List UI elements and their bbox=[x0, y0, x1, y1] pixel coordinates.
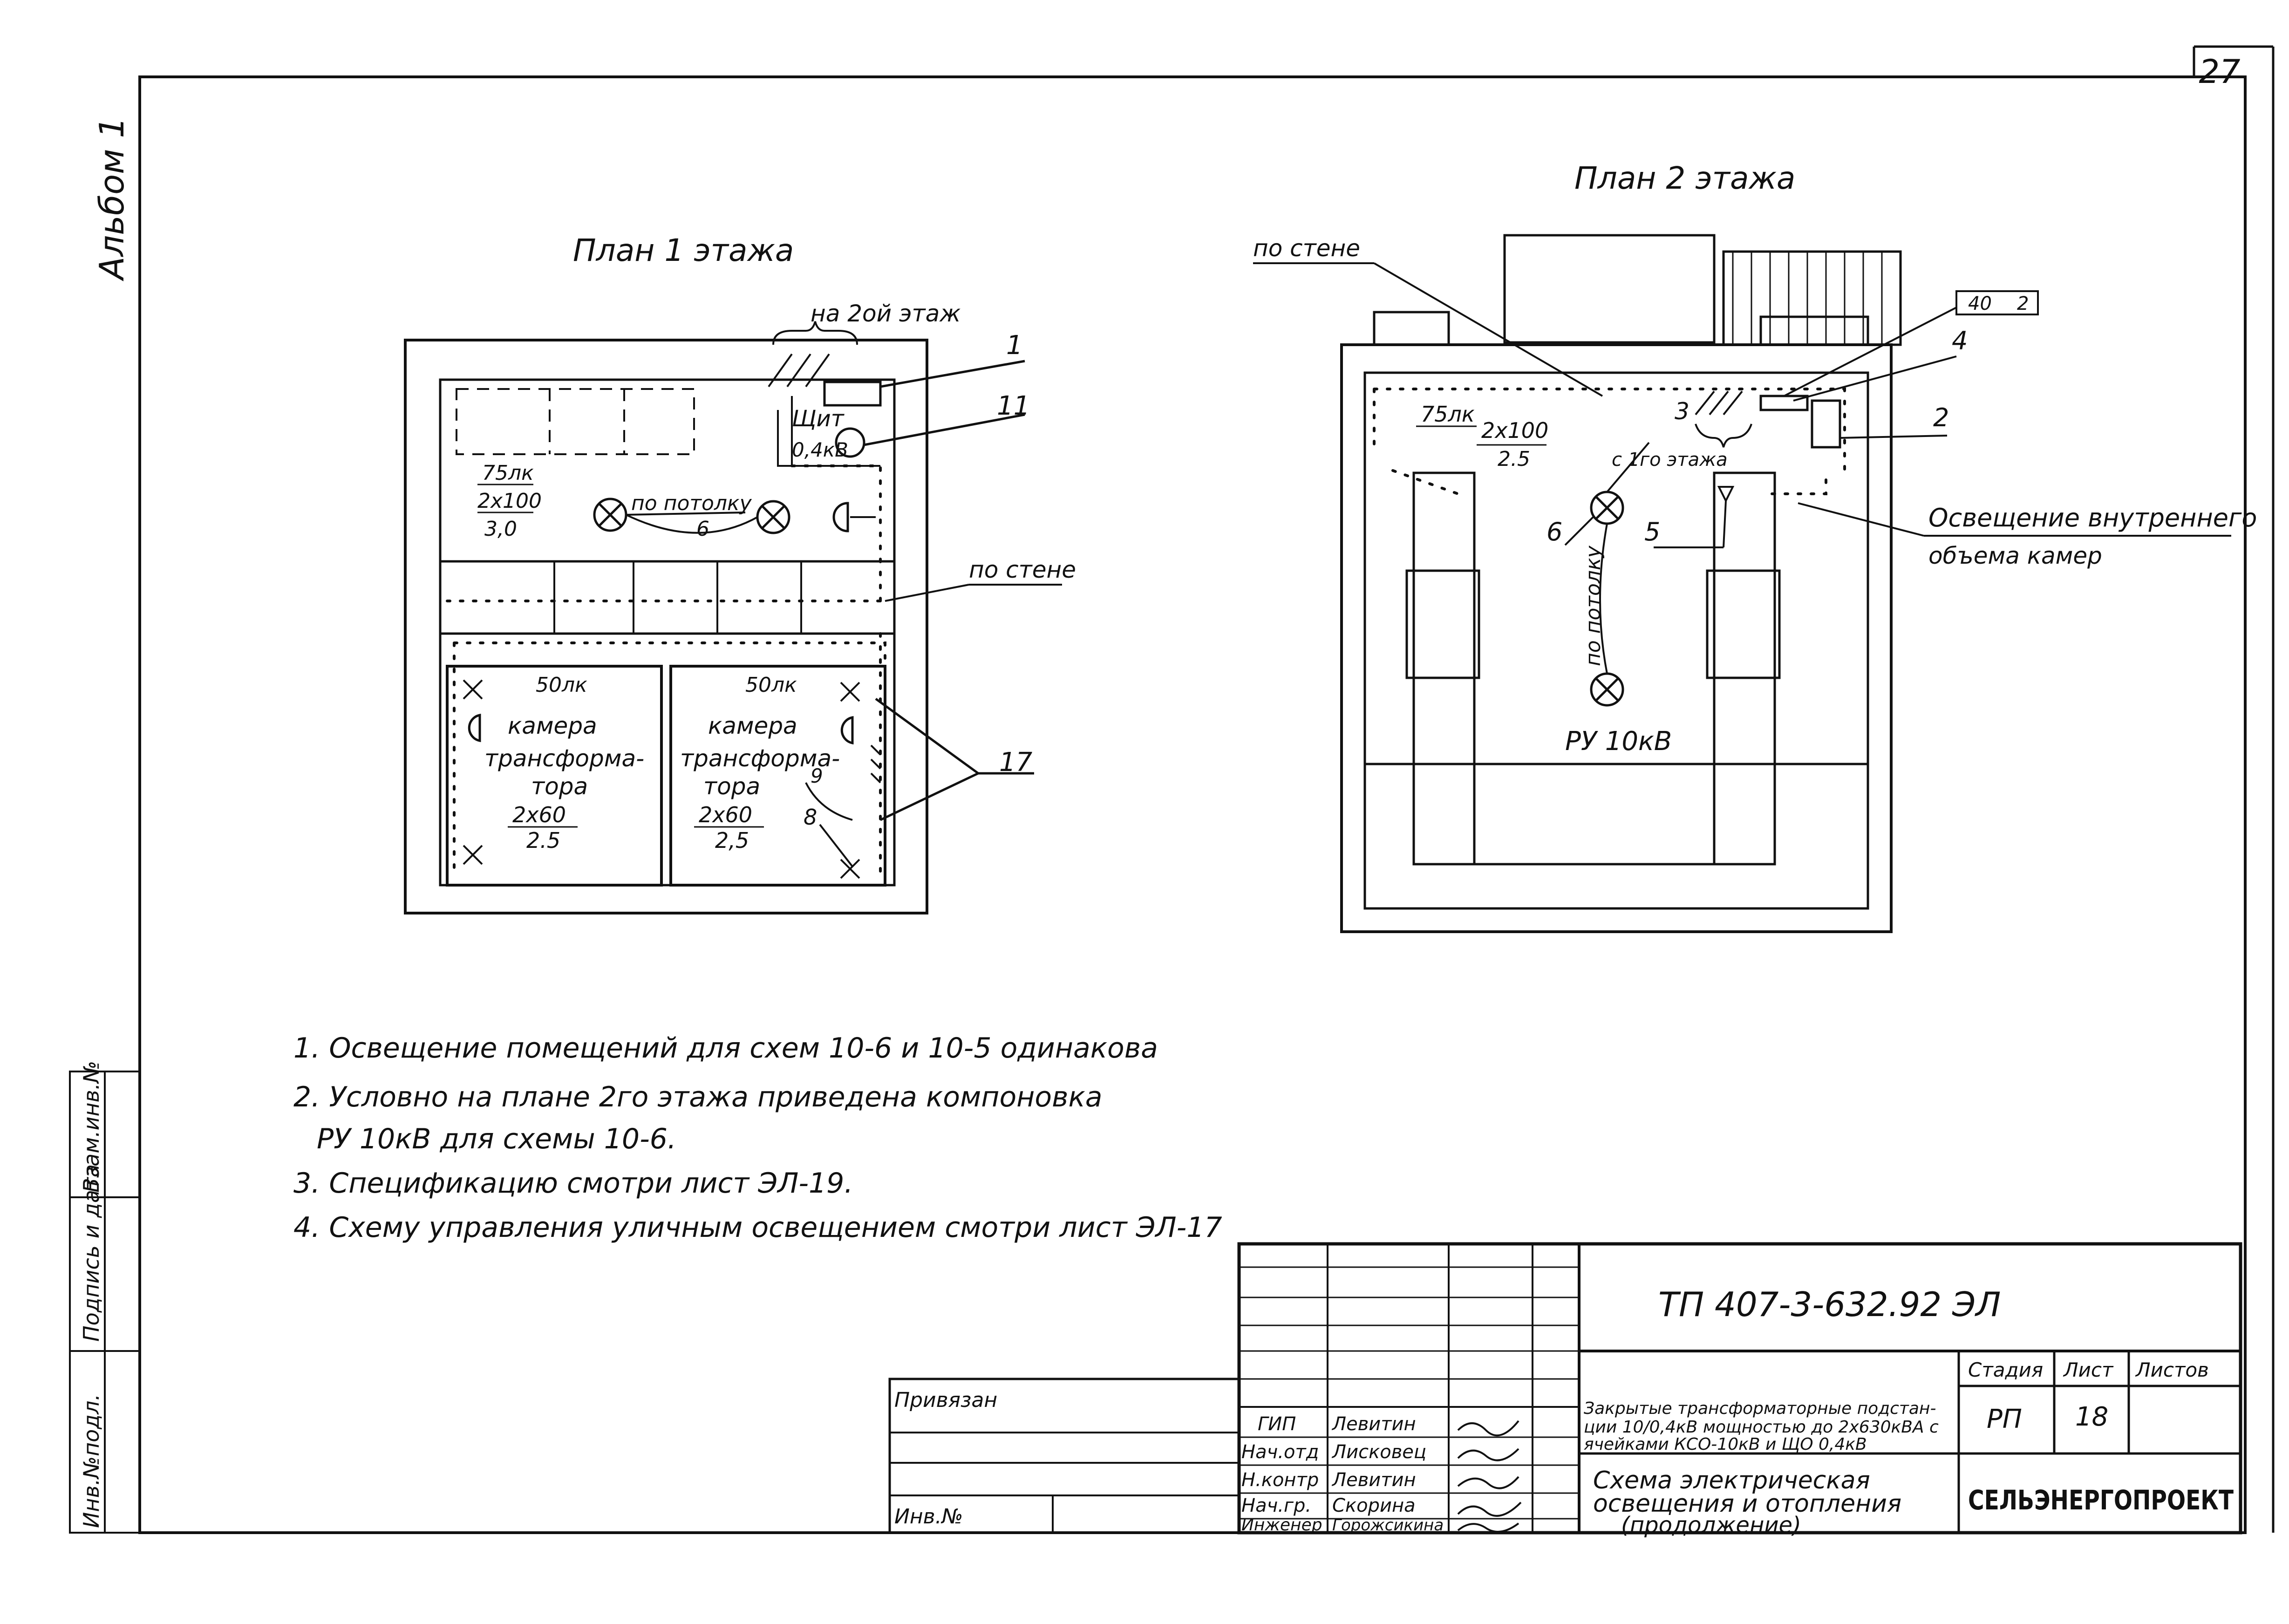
title-stage-header: Стадия bbox=[1968, 1358, 2043, 1381]
plan1-cam-right-line3: тора bbox=[703, 773, 760, 800]
title-name-nach-gr: Скорина bbox=[1332, 1495, 1416, 1516]
side-stamp-inv-orig: Инв.№подл. bbox=[79, 1394, 104, 1528]
plan1-mark-8: 8 bbox=[804, 805, 817, 830]
plan1-lux-top: 75лк bbox=[482, 461, 534, 485]
plan1-cam-right-height: 2,5 bbox=[715, 828, 749, 853]
title-project-line2: ции 10/0,4кВ мощностью до 2х630кВА с bbox=[1584, 1418, 1939, 1437]
plan2-mark-4: 4 bbox=[1952, 326, 1968, 355]
title-role-gip: ГИП bbox=[1258, 1413, 1296, 1435]
wall-lamp-icon bbox=[463, 679, 860, 879]
plan1-to-second-floor: на 2ой этаж bbox=[811, 300, 961, 327]
plan-2: План 2 этажа bbox=[1253, 160, 2257, 933]
plan1-ceiling-num: 6 bbox=[696, 517, 709, 541]
plan2-callout-line1: Освещение внутреннего bbox=[1928, 503, 2257, 532]
page-number: 27 bbox=[2199, 53, 2240, 91]
plan1-height-top: 3,0 bbox=[484, 517, 517, 541]
note-2: 2. Условно на плане 2го этажа приведена … bbox=[293, 1081, 1102, 1113]
plan1-cam-right-lamp: 2х60 bbox=[699, 802, 752, 827]
plan1-mark-9: 9 bbox=[811, 764, 823, 787]
lamp-icon bbox=[593, 498, 627, 532]
lamp-icon bbox=[756, 500, 790, 534]
plan2-wall-label: по стене bbox=[1253, 235, 1360, 262]
plan1-lamp-top: 2х100 bbox=[477, 489, 542, 513]
title-project-line1: Закрытые трансформаторные подстан- bbox=[1584, 1399, 1936, 1418]
title-role-nach-gr: Нач.гр. bbox=[1241, 1495, 1311, 1516]
plan-1: План 1 этажа на 2ой этаж Щит 0,4кВ bbox=[404, 232, 1076, 914]
plan2-mark-40: 40 bbox=[1968, 293, 1992, 314]
plan1-title: План 1 этажа bbox=[573, 232, 794, 268]
lamp-icon bbox=[1590, 672, 1624, 707]
title-sheet-line3: (продолжение) bbox=[1621, 1512, 1801, 1538]
plan2-ru: РУ 10кВ bbox=[1565, 726, 1672, 757]
plan2-mark-3: 3 bbox=[1675, 398, 1690, 425]
plan1-cam-right-line1: камера bbox=[708, 712, 797, 739]
plan2-lux: 75лк bbox=[1421, 402, 1475, 427]
plan1-wall-label: по стене bbox=[969, 556, 1076, 583]
title-stage: РП bbox=[1987, 1404, 2022, 1434]
plan1-cam-left-height: 2.5 bbox=[526, 828, 560, 853]
plan2-mark-6: 6 bbox=[1546, 517, 1562, 546]
title-role-n-kontr: Н.контр bbox=[1241, 1469, 1319, 1491]
plan2-height: 2.5 bbox=[1498, 447, 1530, 471]
plan2-mark-2: 2 bbox=[1933, 403, 1949, 432]
plan1-cam-left-line1: камера bbox=[508, 712, 597, 739]
socket-icon bbox=[832, 502, 876, 532]
title-name-n-kontr: Левитин bbox=[1331, 1469, 1416, 1491]
notes: 1. Освещение помещений для схем 10-6 и 1… bbox=[293, 1032, 1222, 1244]
plan2-mark-2-box: 2 bbox=[2017, 293, 2029, 314]
plan2-from-first: с 1го этажа bbox=[1612, 449, 1728, 471]
title-sheets-header: Листов bbox=[2135, 1358, 2209, 1381]
plan1-cam-right-line2: трансформа- bbox=[680, 745, 840, 772]
title-sheet: 18 bbox=[2075, 1402, 2108, 1432]
note-1: 1. Освещение помещений для схем 10-6 и 1… bbox=[293, 1032, 1158, 1064]
plan1-cam-left-line2: трансформа- bbox=[484, 745, 644, 772]
plan2-callout-line2: объема камер bbox=[1928, 542, 2102, 569]
plan1-cam-left-lamp: 2х60 bbox=[512, 802, 566, 827]
socket-icon bbox=[468, 713, 854, 745]
title-name-gip: Левитин bbox=[1331, 1413, 1416, 1435]
plan1-panel-voltage: 0,4кВ bbox=[792, 438, 848, 461]
plan2-lamp: 2х100 bbox=[1481, 418, 1548, 443]
title-sheet-header: Лист bbox=[2063, 1358, 2114, 1381]
title-privyazan: Привязан bbox=[894, 1388, 997, 1412]
title-role-engineer: Инженер bbox=[1241, 1515, 1322, 1535]
note-2-cont: РУ 10кВ для схемы 10-6. bbox=[317, 1123, 676, 1155]
plan1-mark-1: 1 bbox=[1006, 330, 1023, 361]
album-label: Альбом 1 bbox=[92, 117, 131, 281]
title-sheet-line2: освещения и отопления bbox=[1593, 1490, 1901, 1518]
plan1-cam-left-line3: тора bbox=[531, 773, 588, 800]
title-project-line3: ячейками КСО-10кВ и ЩО 0,4кВ bbox=[1584, 1435, 1867, 1454]
title-org: СЕЛЬЭНЕРГОПРОЕКТ bbox=[1968, 1484, 2234, 1516]
plan1-cam-right-lux: 50лк bbox=[745, 673, 797, 697]
plan1-ceiling-label: по потолку bbox=[631, 491, 752, 515]
title-name-engineer: Горожсикина bbox=[1332, 1516, 1444, 1535]
note-4: 4. Схему управления уличным освещением с… bbox=[293, 1211, 1222, 1244]
plan1-panel-label: Щит bbox=[792, 406, 845, 432]
side-stamp bbox=[69, 1071, 141, 1534]
title-inv-no: Инв.№ bbox=[894, 1505, 963, 1528]
plan2-mark-5: 5 bbox=[1644, 517, 1660, 546]
plan2-ceiling-label: по потолку bbox=[1581, 545, 1605, 666]
note-3: 3. Спецификацию смотри лист ЭЛ-19. bbox=[293, 1167, 853, 1200]
side-stamp-replace-inv: Взам.инв.№ bbox=[79, 1061, 104, 1193]
title-doc-code: ТП 407-3-632.92 ЭЛ bbox=[1658, 1285, 2001, 1324]
lamp-icon bbox=[1590, 491, 1624, 525]
plan1-cam-left-lux: 50лк bbox=[536, 673, 587, 697]
title-sheet-line1: Схема электрическая bbox=[1593, 1467, 1870, 1494]
title-name-nach-otd: Лисковец bbox=[1331, 1441, 1426, 1463]
title-block bbox=[888, 1242, 2242, 1535]
plan2-title: План 2 этажа bbox=[1574, 160, 1795, 196]
side-stamp-sign-date: Подпись и дата bbox=[79, 1164, 104, 1342]
title-role-nach-otd: Нач.отд bbox=[1241, 1441, 1319, 1463]
